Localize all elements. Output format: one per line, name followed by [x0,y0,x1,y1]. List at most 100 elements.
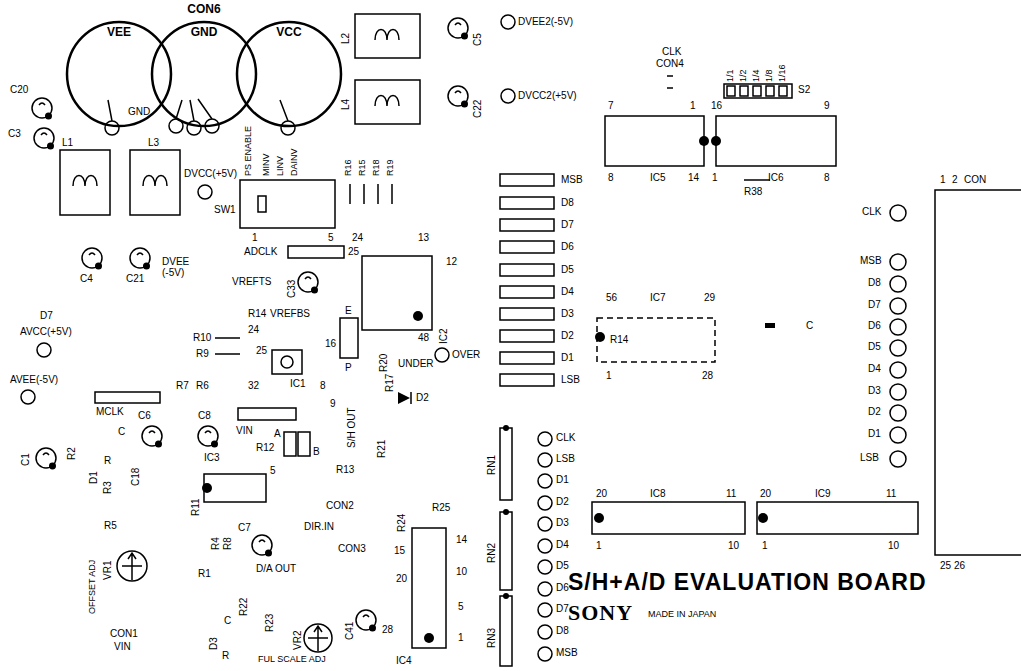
test-point [538,539,552,553]
silkscreen-label: IC9 [815,488,831,499]
connector-outline [935,190,1021,555]
silkscreen-label: ADCLK [244,246,277,257]
silkscreen-label: D1 [88,471,99,484]
silkscreen-label: D4 [561,286,574,297]
silkscreen-label: MSB [556,647,578,658]
test-point [37,343,51,357]
silkscreen-label: LSB [556,453,575,464]
test-point [890,254,906,270]
switch-outline [240,180,335,228]
silkscreen-label: R6 [196,380,209,391]
silkscreen-label: D1 [556,474,569,485]
silkscreen-label: R23 [264,614,275,632]
silkscreen-label: R15 [358,159,368,176]
resistor-array [238,408,296,420]
silkscreen-label: C7 [238,522,251,533]
silkscreen-label: VIN [114,641,131,652]
silkscreen-label: MCLK [96,406,124,417]
silkscreen-label: 32 [248,380,259,391]
silkscreen-label: 56 [606,292,617,303]
silkscreen-label: L2 [340,33,351,44]
silkscreen-label: LSB [561,374,580,385]
silkscreen-label: R5 [104,520,117,531]
silkscreen-label: IC3 [204,452,220,463]
power-terminal: CON6GND [150,20,258,128]
silkscreen-label: CLK [662,46,681,57]
silkscreen-label: C4 [80,273,93,284]
silkscreen-label: L4 [340,99,351,110]
silkscreen-label: C5 [472,33,483,46]
pin1-dot [699,136,709,146]
silkscreen-label: C33 [286,280,297,298]
silkscreen-label: A [274,428,281,439]
silkscreen-label: L1 [62,137,73,148]
board-title: S/H+A/D EVALUATION BOARD [568,570,927,595]
test-point [501,15,515,29]
silkscreen-label: MSB [561,174,583,185]
silkscreen-label: R38 [744,186,762,197]
test-point [538,603,552,617]
silkscreen-label: R10 [193,332,211,343]
silkscreen-label: C6 [138,410,151,421]
silkscreen-label: C18 [130,468,141,486]
trimmer-symbol [117,551,147,581]
pin1-dot [424,633,434,643]
diode-bar [410,392,412,404]
ic-outline [605,116,704,166]
pin1-dot [595,332,605,342]
silkscreen-label: 8 [824,172,830,183]
silkscreen-label: D8 [561,197,574,208]
silkscreen-label: OFFSET ADJ [88,560,98,614]
silkscreen-label: D6 [561,241,574,252]
ic-outline [757,502,918,534]
silkscreen-label: DVCC2(+5V) [518,90,577,101]
silkscreen-label: IC7 [650,292,666,303]
silkscreen-label: D1 [868,428,881,439]
silkscreen-label: D2 [868,406,881,417]
silkscreen-label: 1/2 [739,69,749,82]
dip-switch-slots [727,86,787,96]
test-point [890,384,906,400]
terminal-label: GND [150,26,258,39]
resistor-network [500,512,512,590]
ic-outline [597,318,715,362]
silkscreen-label: 10 [456,566,467,577]
silkscreen-label: DVEE2(-5V) [518,16,573,27]
silkscreen-label: 20 [760,488,771,499]
silkscreen-label: R20 [378,354,389,372]
silkscreen-label: R [222,650,229,661]
silkscreen-label: D8 [556,625,569,636]
silkscreen-label: 1 [606,370,612,381]
silkscreen-label: 9 [824,100,830,111]
silkscreen-label: AVEE(-5V) [10,374,58,385]
led-outline [500,174,554,386]
silkscreen-label: D5 [556,560,569,571]
test-point [538,432,552,446]
test-point [538,496,552,510]
silkscreen-label: 24 [248,324,259,335]
silkscreen-label: C [806,320,813,331]
terminal-label: CON6 [150,3,258,16]
silkscreen-label: LSB [860,452,879,463]
silkscreen-label: OVER [452,349,480,360]
silkscreen-label: 11 [726,488,736,499]
silkscreen-label: 25 [348,246,359,257]
silkscreen-label: 14 [688,172,699,183]
silkscreen-label: CON2 [326,500,354,511]
silkscreen-label: R9 [196,348,209,359]
silkscreen-label: RN3 [486,628,497,648]
silkscreen-label: D2 [556,496,569,507]
silkscreen-label: 10 [888,540,899,551]
silkscreen-label: 2 [952,174,958,185]
inductor-coil [73,30,399,187]
capacitor-mark [39,23,461,617]
ic-outline [716,116,836,166]
silkscreen-label: C21 [126,273,144,284]
silkscreen-label: 8 [608,172,614,183]
ic-outline [592,502,745,534]
silkscreen-label: SW1 [214,204,236,215]
silkscreen-label: C3 [8,128,21,139]
silkscreen-label: VR1 [102,561,113,580]
connector-outline [340,318,358,358]
